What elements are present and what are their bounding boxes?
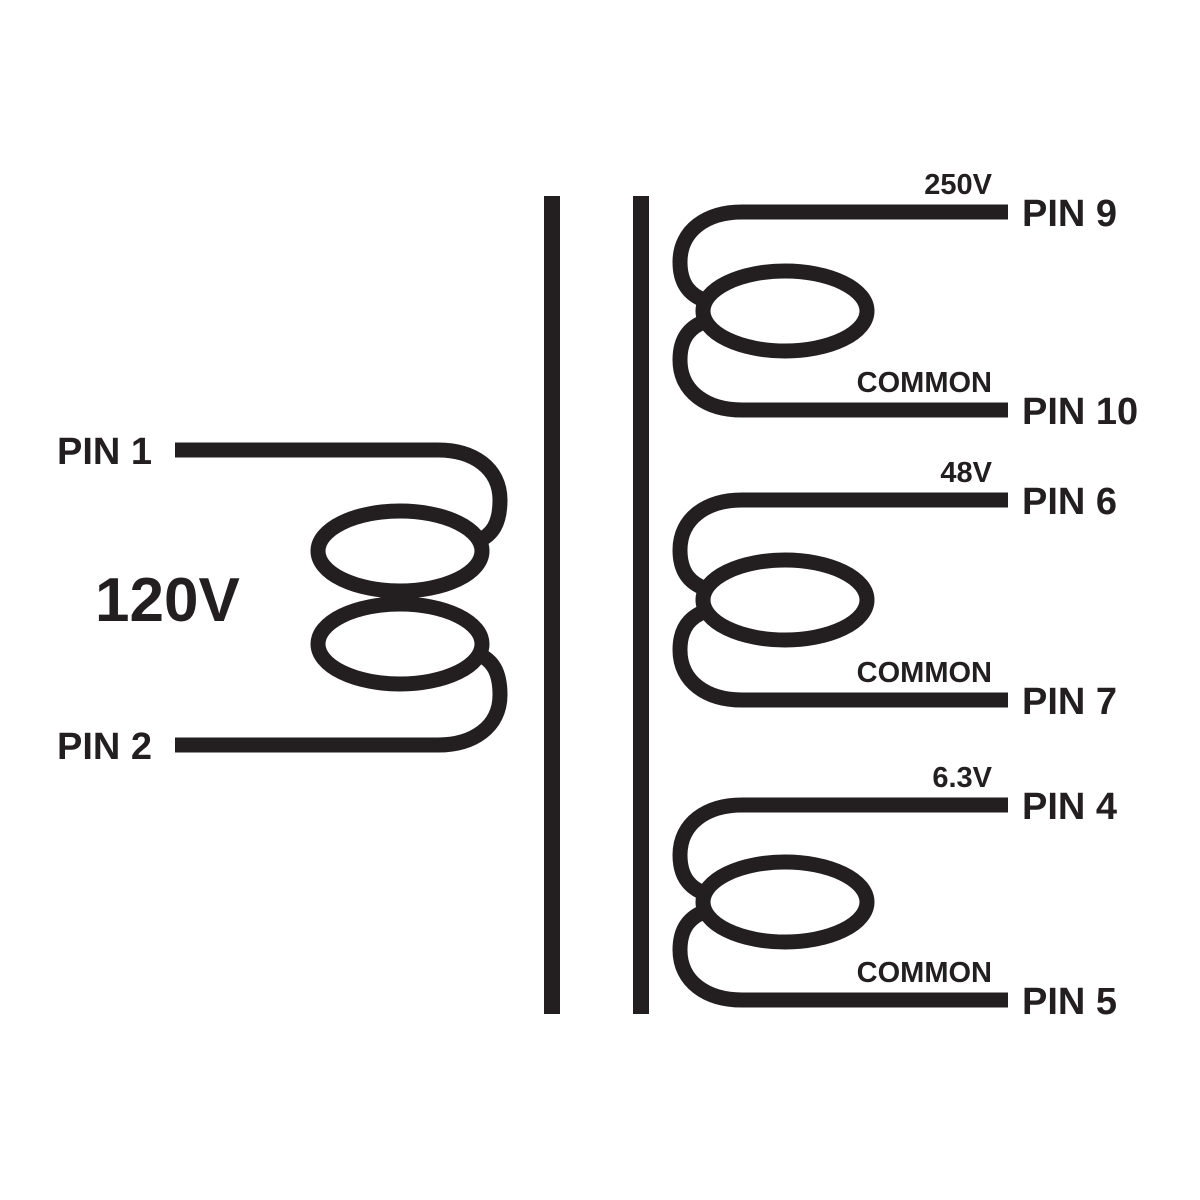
secondary3-common-label: COMMON <box>857 957 992 989</box>
secondary-winding-6-3v: 6.3V PIN 4 COMMON PIN 5 <box>672 762 1117 1023</box>
secondary2-voltage-label: 48V <box>940 457 992 489</box>
secondary1-bottom-lead <box>672 313 1008 418</box>
primary-winding: PIN 1 120V PIN 2 <box>57 431 508 768</box>
primary-pin1-label: PIN 1 <box>57 431 152 473</box>
secondary2-common-label: COMMON <box>857 657 992 689</box>
secondary2-pin-bottom-label: PIN 7 <box>1022 681 1117 723</box>
secondary1-top-lead <box>672 204 1008 309</box>
primary-pin2-label: PIN 2 <box>57 726 152 768</box>
primary-bottom-lead <box>175 647 508 753</box>
secondary2-top-lead <box>672 492 1008 597</box>
primary-coil-loop-1 <box>310 503 490 599</box>
transformer-core <box>544 196 649 1014</box>
primary-top-lead <box>175 442 508 548</box>
primary-voltage-label: 120V <box>95 566 240 635</box>
secondary3-pin-bottom-label: PIN 5 <box>1022 981 1117 1023</box>
secondary3-top-lead <box>672 797 1008 902</box>
secondary-winding-48v: 48V PIN 6 COMMON PIN 7 <box>672 457 1117 723</box>
secondary1-pin-top-label: PIN 9 <box>1022 193 1117 235</box>
primary-coil-loop-2 <box>310 596 490 692</box>
secondary2-bottom-lead <box>672 603 1008 708</box>
secondary3-bottom-lead <box>672 903 1008 1008</box>
secondary2-coil-loop <box>695 552 875 648</box>
secondary3-voltage-label: 6.3V <box>932 762 992 794</box>
secondary-winding-250v: 250V PIN 9 COMMON PIN 10 <box>672 169 1138 433</box>
secondary1-common-label: COMMON <box>857 367 992 399</box>
secondary3-coil-loop <box>695 854 875 950</box>
secondary1-pin-bottom-label: PIN 10 <box>1022 391 1138 433</box>
secondary3-pin-top-label: PIN 4 <box>1022 786 1117 828</box>
secondary2-pin-top-label: PIN 6 <box>1022 481 1117 523</box>
secondary1-coil-loop <box>695 263 875 359</box>
secondary1-voltage-label: 250V <box>924 169 992 201</box>
